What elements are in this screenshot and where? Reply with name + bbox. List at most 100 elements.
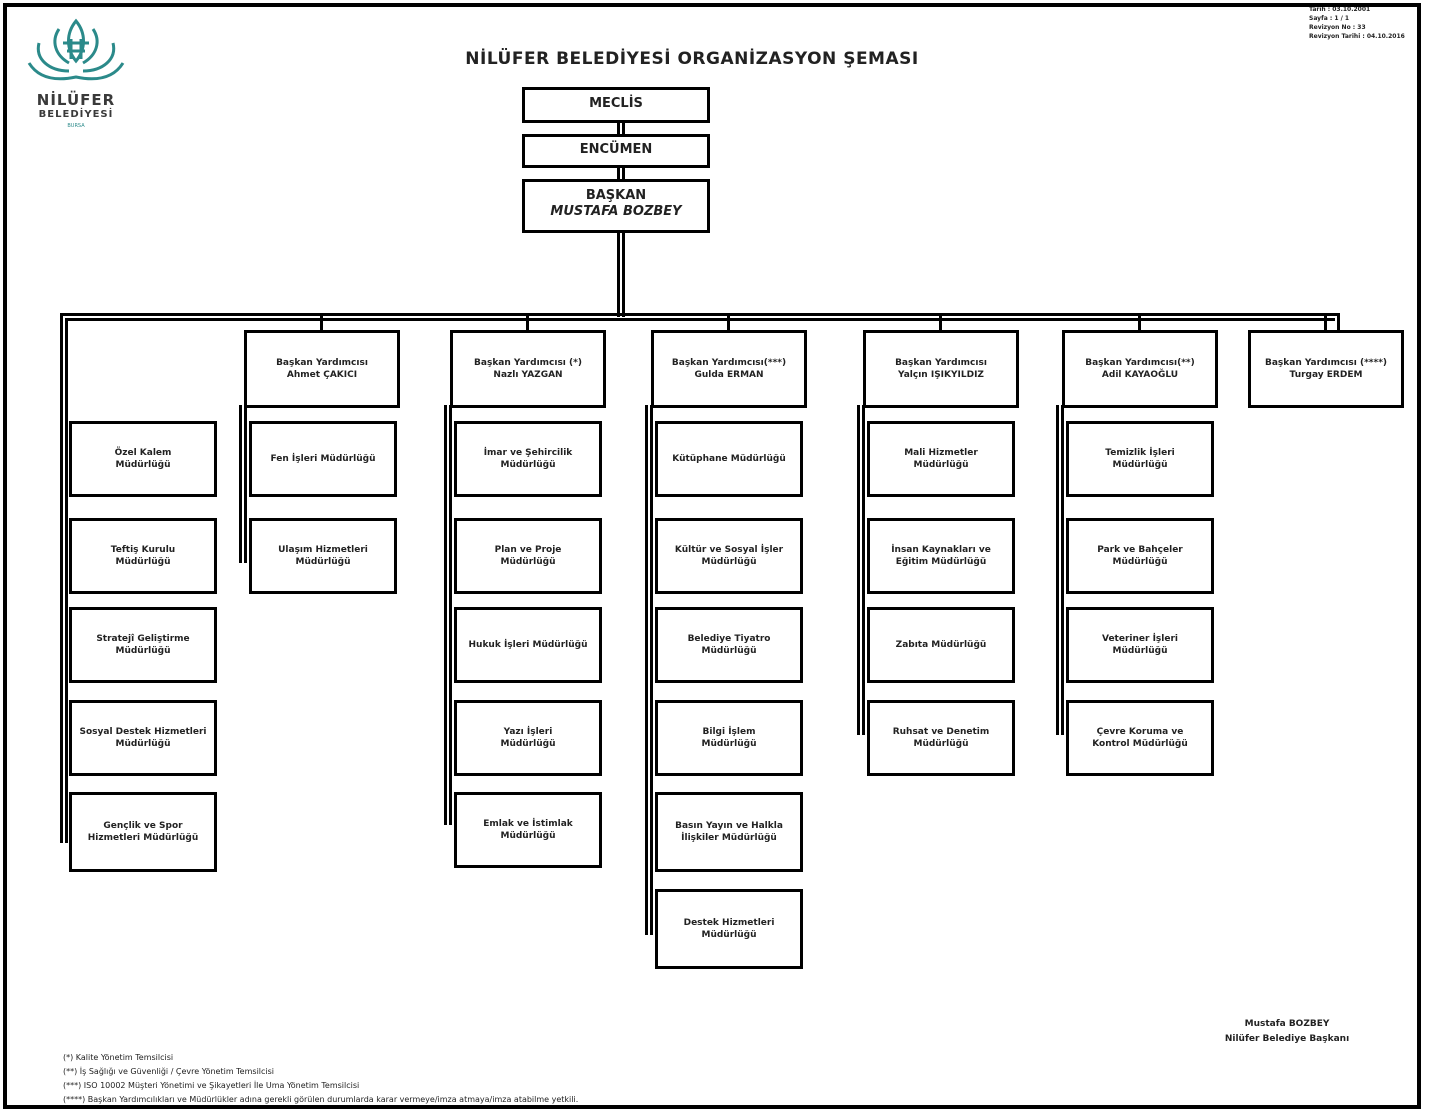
connector-line <box>617 166 620 180</box>
meta-line: Sayfa : 1 / 1 <box>1309 15 1350 22</box>
directorate-box-label: Temizlik İşleri <box>1105 448 1175 458</box>
deputy-mayor-box: Başkan Yardımcısı (****) Turgay ERDEM <box>1248 330 1404 408</box>
directorate-box-label: Fen İşleri Müdürlüğü <box>270 454 376 464</box>
directorate-box-label: Müdürlüğü <box>115 557 171 567</box>
meclis-label: MECLİS <box>589 96 643 111</box>
directorate-box-label: İmar ve Şehircilik <box>483 448 573 458</box>
deputy-mayor-box-label: Başkan Yardımcısı(***) <box>671 358 787 368</box>
document-meta: Tarih : 03.10.2001 Sayfa : 1 / 1 Revizyo… <box>1309 6 1417 41</box>
directorate-box-label: Bilgi İşlem <box>702 727 756 737</box>
directorate-box-label: Ulaşım Hizmetleri <box>278 545 368 555</box>
deputy-mayor-box-label: Turgay ERDEM <box>1289 370 1363 380</box>
meta-line: Revizyon Tarihi : 04.10.2016 <box>1309 33 1405 40</box>
directorate-box-label: Zabıta Müdürlüğü <box>895 640 987 650</box>
deputy-mayor-box-label: Başkan Yardımcısı (****) <box>1264 358 1388 368</box>
directorate-box: Fen İşleri Müdürlüğü <box>249 421 397 497</box>
connector-line <box>617 119 620 141</box>
directorate-box-label: Müdürlüğü <box>295 557 351 567</box>
logo-text-nilufer: NİLÜFER <box>36 91 116 109</box>
deputy-mayor-box-label: Adil KAYAOĞLU <box>1101 370 1179 380</box>
chart-frame: NİLÜFER BELEDİYESİ BURSA NİLÜFER BELEDİY… <box>3 3 1421 1109</box>
directorate-box-label: Basın Yayın ve Halkla <box>675 821 783 831</box>
directorate-box-label: Mali Hizmetler <box>904 448 978 458</box>
directorate-box-label: Müdürlüğü <box>1112 460 1168 470</box>
directorate-box-label: İnsan Kaynakları ve <box>891 545 991 555</box>
directorate-box-label: Müdürlüğü <box>1112 646 1168 656</box>
meta-line: Tarih : 03.10.2001 <box>1309 6 1371 13</box>
column-spine <box>444 405 447 825</box>
directorate-box-label: Eğitim Müdürlüğü <box>895 557 987 567</box>
directorate-box: Hukuk İşleri Müdürlüğü <box>454 607 602 683</box>
column-spine <box>645 405 648 935</box>
deputy-mayor-box-label: Gulda ERMAN <box>694 370 764 380</box>
column-spine <box>862 405 865 735</box>
nilufer-logo: NİLÜFER BELEDİYESİ BURSA <box>21 13 131 133</box>
directorate-box-label: Teftiş Kurulu <box>110 545 176 555</box>
horizontal-bus <box>60 313 1340 316</box>
directorate-box-label: Müdürlüğü <box>115 460 171 470</box>
column-spine <box>244 405 247 563</box>
encumen-label: ENCÜMEN <box>579 142 653 157</box>
connector-line <box>617 233 620 317</box>
deputy-mayor-box-label: Yalçın IŞIKYILDIZ <box>898 370 984 380</box>
directorate-box-label: Kontrol Müdürlüğü <box>1092 739 1188 749</box>
logo-text-bursa: BURSA <box>67 123 85 129</box>
meta-line: Revizyon No : 33 <box>1309 24 1366 31</box>
footnote: (*) Kalite Yönetim Temsilcisi <box>63 1053 174 1062</box>
column-spine <box>650 405 653 935</box>
connector-line <box>526 313 529 331</box>
signature-role: Nilüfer Belediye Başkanı <box>1224 1034 1350 1044</box>
directorate-box-label: Müdürlüğü <box>913 739 969 749</box>
directorate-box-label: Stratejî Geliştirme <box>96 634 190 644</box>
directorate-box-label: Müdürlüğü <box>1112 557 1168 567</box>
connector-line <box>622 119 625 141</box>
directorate-box: Kütüphane Müdürlüğü <box>655 421 803 497</box>
column-spine <box>1061 405 1064 735</box>
directorate-box-label: Ruhsat ve Denetim <box>892 727 990 737</box>
deputy-mayor-box-label: Başkan Yardımcısı(**) <box>1085 358 1195 368</box>
column-spine <box>1056 405 1059 735</box>
directorate-box-label: Müdürlüğü <box>115 739 171 749</box>
connector-line <box>939 313 942 331</box>
meclis-box: MECLİS <box>522 87 710 123</box>
directorate-box-label: Destek Hizmetleri <box>683 918 775 928</box>
footnote: (***) ISO 10002 Müşteri Yönetimi ve Şika… <box>63 1081 360 1090</box>
directorate-box-label: Emlak ve İstimlak <box>483 819 573 829</box>
footnote: (****) Başkan Yardımcılıkları ve Müdürlü… <box>63 1095 579 1104</box>
deputy-mayor-box-label: Nazlı YAZGAN <box>493 370 563 380</box>
connector-line <box>1138 313 1141 331</box>
logo-text-belediyesi: BELEDİYESİ <box>38 109 114 120</box>
page-title: NİLÜFER BELEDİYESİ ORGANİZASYON ŞEMASI <box>465 49 919 69</box>
directorate-box-label: Veteriner İşleri <box>1101 634 1178 644</box>
directorate-box-label: Sosyal Destek Hizmetleri <box>79 727 207 737</box>
directorate-box-label: Müdürlüğü <box>701 557 757 567</box>
signature-block: Mustafa BOZBEY Nilüfer Belediye Başkanı <box>1187 1017 1387 1047</box>
directorate-box-label: Yazı İşleri <box>503 727 553 737</box>
column-spine <box>239 405 242 563</box>
directorate-box-label: Müdürlüğü <box>701 739 757 749</box>
connector-line <box>622 233 625 317</box>
directorate-box-label: Müdürlüğü <box>913 460 969 470</box>
directorate-box-label: Müdürlüğü <box>500 460 556 470</box>
directorate-box-label: Hukuk İşleri Müdürlüğü <box>468 640 588 650</box>
directorate-box-label: Park ve Bahçeler <box>1097 545 1183 555</box>
deputy-mayor-box-label: Başkan Yardımcısı <box>276 358 368 368</box>
directorate-box-label: Özel Kalem <box>114 448 172 458</box>
column-spine <box>449 405 452 825</box>
baskan-title: BAŞKAN <box>585 188 647 203</box>
directorate-box-label: Plan ve Proje <box>494 545 562 555</box>
